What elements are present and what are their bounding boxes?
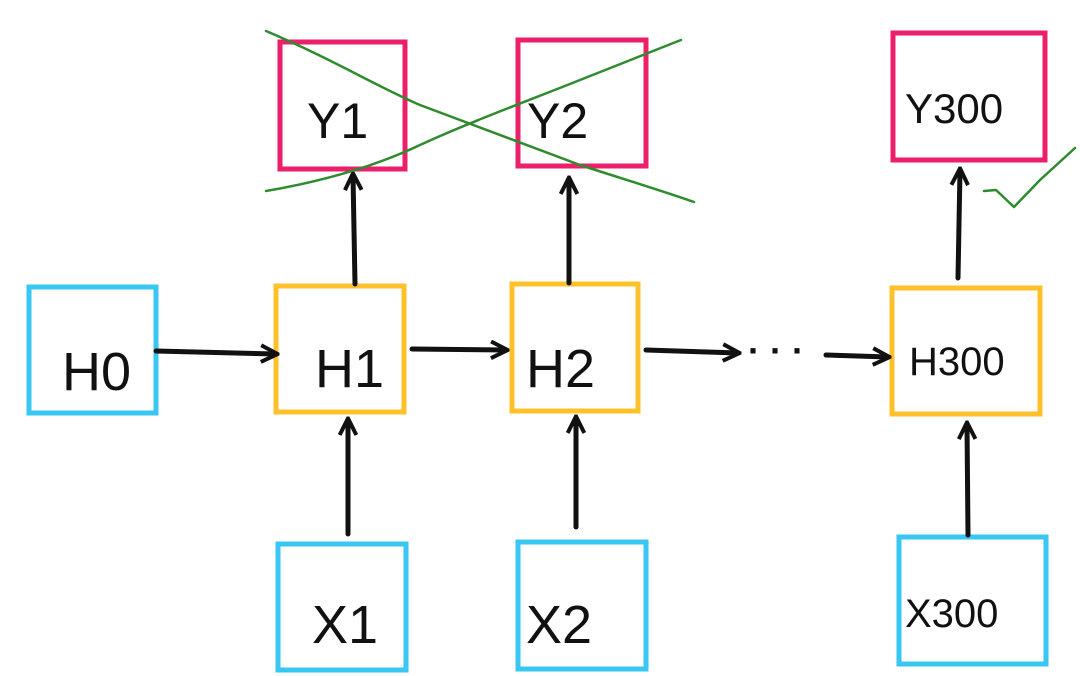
h1-label: H1 bbox=[315, 339, 384, 399]
arrow-h2-to-dots bbox=[643, 350, 738, 353]
h2-label: H2 bbox=[526, 339, 595, 399]
cross-mark-ascending-stroke bbox=[264, 38, 683, 193]
arrow-h1-to-h2 bbox=[409, 349, 506, 350]
h2-box bbox=[509, 281, 641, 414]
y300-label: Y300 bbox=[905, 85, 1003, 132]
x1-label: X1 bbox=[312, 595, 378, 655]
arrow-h1-to-y1 bbox=[353, 175, 355, 287]
y1-label: Y1 bbox=[307, 93, 368, 149]
x300-label: X300 bbox=[905, 592, 998, 636]
h300-label: H300 bbox=[909, 340, 1005, 384]
arrow-dots-to-h300 bbox=[823, 355, 888, 357]
y1-box bbox=[277, 39, 408, 172]
x2-box bbox=[515, 539, 649, 672]
h0-label: H0 bbox=[62, 342, 131, 402]
ellipsis-dots: · · · bbox=[748, 330, 804, 371]
check-mark-icon bbox=[982, 146, 1077, 209]
arrow-h300-to-y300 bbox=[958, 170, 960, 281]
arrow-x300-to-h300 bbox=[967, 424, 968, 538]
y2-label: Y2 bbox=[527, 93, 588, 149]
y300-box bbox=[890, 30, 1048, 163]
cross-mark-descending-stroke bbox=[264, 29, 696, 204]
x2-label: X2 bbox=[526, 595, 592, 655]
x1-box bbox=[275, 541, 409, 673]
arrow-h0-to-h1 bbox=[153, 351, 276, 354]
x300-box bbox=[896, 534, 1049, 667]
h300-box bbox=[889, 285, 1043, 417]
